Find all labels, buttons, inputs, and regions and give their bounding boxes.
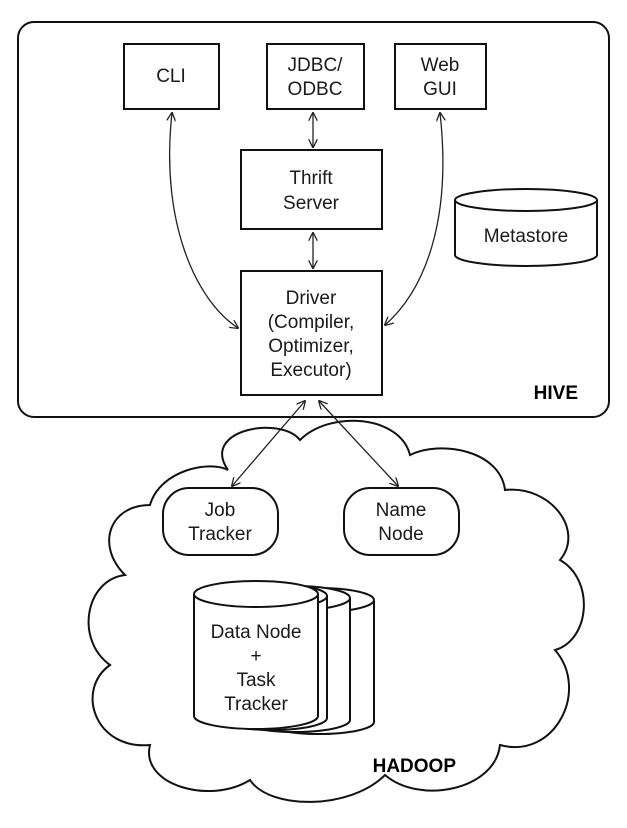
thrift-label-line2: Server [283, 193, 340, 214]
driver-namenode-connector [319, 401, 398, 486]
driver-jobtracker-connector [232, 401, 305, 486]
datanode-label-line2: + [250, 646, 261, 667]
jobtracker-label-line1: Job [205, 500, 236, 521]
hadoop-label: HADOOP [373, 756, 457, 777]
namenode-label-line2: Node [378, 524, 423, 545]
jdbc-odbc-node: JDBC/ ODBC [266, 43, 365, 110]
datanode-label-line1: Data Node [211, 622, 302, 643]
driver-node: Driver (Compiler, Optimizer, Executor) [240, 270, 383, 396]
name-node-node: Name Node [343, 487, 460, 556]
webgui-label-line1: Web [421, 55, 460, 76]
webgui-label-line2: GUI [423, 79, 457, 100]
jdbc-label-line2: ODBC [288, 79, 343, 100]
webgui-driver-connector [385, 113, 443, 325]
driver-label-line2: (Compiler, [268, 312, 355, 333]
cli-driver-connector [170, 113, 238, 328]
datanode-label-line4: Tracker [224, 694, 288, 715]
namenode-label-line1: Name [376, 500, 427, 521]
jdbc-label-line1: JDBC/ [288, 55, 344, 76]
data-node-stack: Data Node + Task Tracker [193, 580, 375, 735]
metastore-label: Metastore [484, 226, 568, 247]
jobtracker-label-line2: Tracker [188, 524, 252, 545]
job-tracker-node: Job Tracker [162, 487, 279, 556]
metastore-node: Metastore [454, 188, 598, 267]
hive-label: HIVE [534, 383, 578, 404]
driver-label-line3: Optimizer, [268, 336, 354, 357]
data-node-cylinder-front [193, 580, 319, 730]
datanode-label-line3: Task [236, 670, 276, 691]
web-gui-node: Web GUI [394, 43, 487, 110]
thrift-server-node: Thrift Server [240, 149, 383, 230]
driver-label-line1: Driver [286, 288, 337, 309]
cli-node: CLI [123, 43, 220, 110]
driver-label-line4: Executor) [270, 360, 351, 381]
cli-label: CLI [156, 66, 186, 87]
thrift-label-line1: Thrift [289, 168, 333, 189]
